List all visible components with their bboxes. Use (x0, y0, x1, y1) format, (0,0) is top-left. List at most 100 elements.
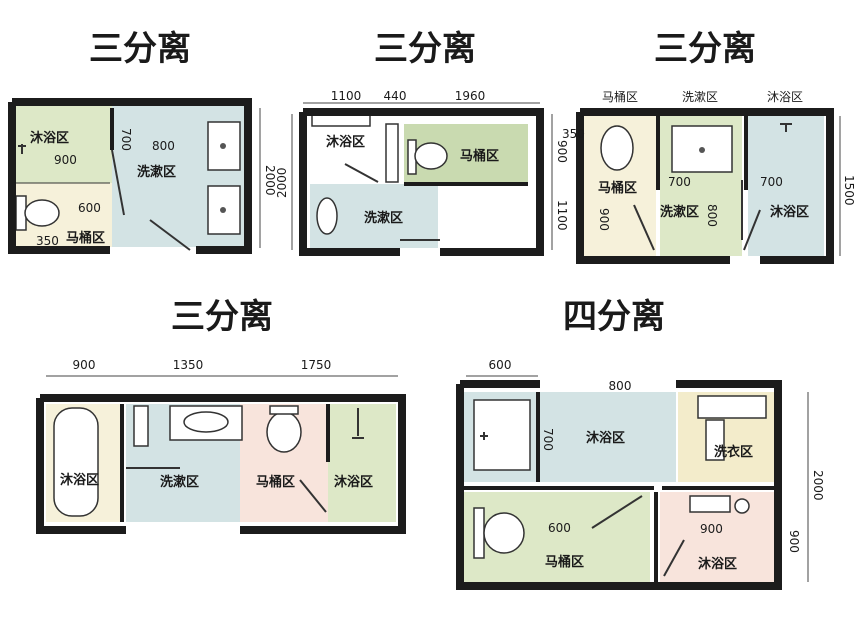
shower-label-b: 沐浴区 (698, 556, 737, 572)
bathtub-icon (53, 407, 99, 517)
toilet-label: 马桶区 (66, 230, 105, 246)
toilet-door (633, 204, 655, 251)
dim-1750: 1750 (301, 358, 332, 372)
laundry-label: 洗衣区 (714, 444, 753, 460)
shower-head-icon (480, 432, 488, 440)
dim-700-b: 700 (760, 175, 783, 189)
shower-zone (12, 105, 112, 183)
sink-drain-icon (699, 147, 705, 153)
toilet-icon (483, 512, 525, 554)
dim-1100-top: 1100 (331, 89, 362, 103)
wash-label: 洗漱区 (660, 204, 699, 220)
shower-label: 沐浴区 (770, 204, 809, 220)
panel-5-title: 四分离 (563, 297, 665, 337)
glass-door (344, 163, 379, 183)
room-walls (36, 394, 406, 534)
toilet-label: 马桶区 (460, 148, 499, 164)
dim-2000: 2000 (275, 167, 289, 198)
sink-drain-icon (220, 207, 226, 213)
dim-1500: 1500 (842, 175, 856, 206)
shower-head-icon (780, 123, 792, 132)
panel-4: 三分离 900 1350 1750 沐浴区 洗漱区 马桶区 沐浴区 (36, 297, 406, 534)
dim-1100-side: 1100 (555, 200, 569, 231)
toilet-icon (414, 142, 448, 170)
toilet-label: 马桶区 (598, 180, 637, 196)
partition-panel (385, 123, 399, 183)
panel-1: 三分离 沐浴区 洗漱区 马桶区 900 800 600 350 700 2000 (8, 29, 277, 254)
shower-zone (748, 116, 824, 256)
dim-700: 700 (119, 128, 133, 151)
toilet-door (299, 479, 327, 513)
room-walls (456, 380, 782, 590)
wash-label: 洗漱区 (137, 164, 176, 180)
dim-350: 350 (562, 127, 585, 141)
shower-head-icon (352, 408, 364, 439)
sink-icon (183, 411, 229, 433)
dim-440: 440 (384, 89, 407, 103)
toilet-label: 马桶区 (256, 474, 295, 490)
panel-2: 三分离 1100 440 1960 沐浴区 马桶区 洗漱区 2000 900 1… (275, 29, 569, 256)
panel-3-title: 三分离 (654, 29, 756, 69)
dim-350: 350 (36, 234, 59, 248)
shower-label-b: 沐浴区 (334, 474, 373, 490)
dim-1350: 1350 (173, 358, 204, 372)
dim-700: 700 (541, 428, 555, 451)
dim-600: 600 (78, 201, 101, 215)
shower-zone-b (328, 404, 396, 522)
shelf (133, 405, 149, 447)
toilet-label: 马桶区 (545, 554, 584, 570)
dim-900: 900 (555, 140, 569, 163)
dim-800: 800 (609, 379, 632, 393)
shower-label-a: 沐浴区 (60, 472, 99, 488)
shower-label: 沐浴区 (30, 130, 69, 146)
dim-700-a: 700 (668, 175, 691, 189)
glass-door (111, 149, 125, 216)
room-walls (299, 108, 544, 256)
col-label-toilet: 马桶区 (602, 89, 638, 104)
toilet-icon (600, 125, 634, 171)
panel-1-title: 三分离 (89, 29, 191, 69)
shower-head-icon (18, 144, 26, 154)
room-walls (8, 98, 252, 254)
sink-icon (316, 197, 338, 235)
dim-900: 900 (54, 153, 77, 167)
panel-5: 四分离 600 800 沐浴区 洗衣区 马桶区 600 900 沐浴区 700 (456, 297, 825, 590)
sink-drain-icon (220, 143, 226, 149)
toilet-icon (266, 411, 302, 453)
washing-machine-icon (705, 419, 725, 461)
col-label-shower: 沐浴区 (767, 90, 803, 104)
dim-600-in: 600 (548, 521, 571, 535)
wash-label: 洗漱区 (160, 474, 199, 490)
laundry-cabinet (697, 395, 767, 419)
dim-600: 600 (489, 358, 512, 372)
sink-icon (734, 498, 750, 514)
panel-4-title: 三分离 (171, 297, 273, 337)
dim-900: 900 (597, 208, 611, 231)
toilet-tank (269, 405, 299, 415)
shower-label-a: 沐浴区 (586, 430, 625, 446)
entry-door (149, 219, 191, 251)
glass-door (591, 495, 643, 529)
dim-2000: 2000 (811, 470, 825, 501)
panel-2-title: 三分离 (374, 29, 476, 69)
shower-label: 沐浴区 (326, 134, 365, 150)
col-label-wash: 洗漱区 (682, 90, 718, 104)
sink-cabinet (689, 495, 731, 513)
toilet-icon (24, 199, 60, 227)
shower-door (663, 539, 685, 577)
dim-900-side: 900 (787, 530, 801, 553)
panel-3: 三分离 马桶区 洗漱区 沐浴区 马桶区 洗漱区 沐浴区 350 700 700 … (562, 29, 856, 264)
room-walls (576, 108, 834, 264)
wash-label: 洗漱区 (364, 210, 403, 226)
dim-1960: 1960 (455, 89, 486, 103)
toilet-tank (473, 507, 485, 559)
wash-zone (112, 105, 204, 247)
shower-door (743, 209, 761, 251)
dim-800: 800 (705, 204, 719, 227)
dim-900-in: 900 (700, 522, 723, 536)
dim-900: 900 (73, 358, 96, 372)
dim-800: 800 (152, 139, 175, 153)
dim-2000: 2000 (263, 165, 277, 196)
